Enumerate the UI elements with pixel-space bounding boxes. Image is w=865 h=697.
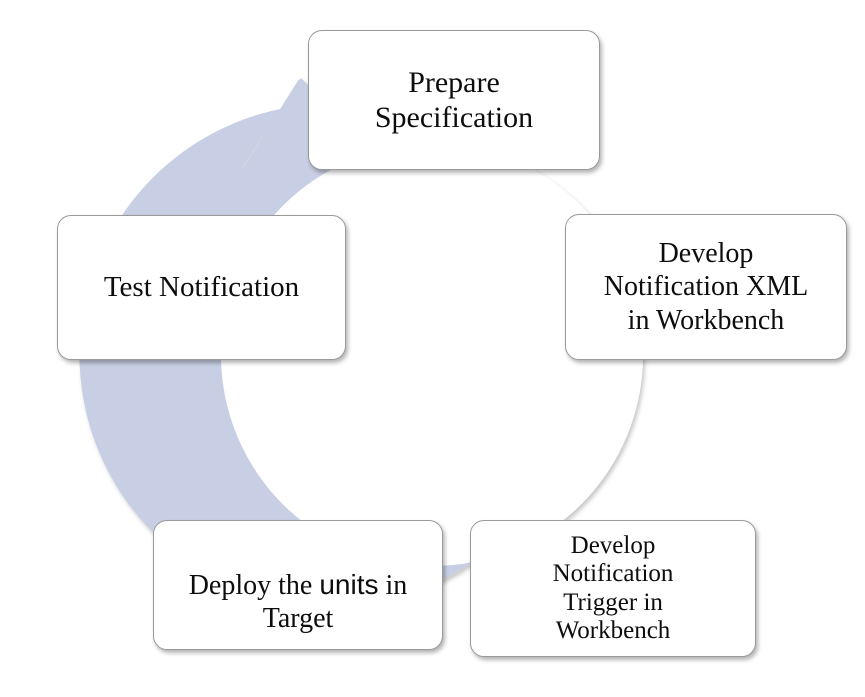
ring-arrow-head: [243, 79, 349, 205]
cycle-node-label: Develop Notification Trigger in Workbenc…: [552, 531, 674, 645]
cycle-node-label-before: Deploy the: [188, 569, 320, 601]
cycle-node-label: Deploy the units in Target: [181, 535, 416, 635]
cycle-node-label-emphasis: units: [319, 568, 379, 600]
cycle-node-label: Test Notification: [103, 271, 300, 304]
cycle-node-develop-notification-trigger[interactable]: Develop Notification Trigger in Workbenc…: [470, 520, 756, 657]
cycle-node-develop-notification-xml[interactable]: Develop Notification XML in Workbench: [565, 214, 847, 360]
cycle-node-label: Develop Notification XML in Workbench: [603, 238, 809, 336]
cycle-node-label-after: in Target: [262, 569, 408, 635]
cycle-node-deploy-units[interactable]: Deploy the units in Target: [153, 520, 443, 650]
cycle-node-prepare-specification[interactable]: Prepare Specification: [308, 30, 600, 170]
cycle-node-label: Prepare Specification: [374, 65, 534, 134]
cycle-node-test-notification[interactable]: Test Notification: [57, 215, 346, 360]
